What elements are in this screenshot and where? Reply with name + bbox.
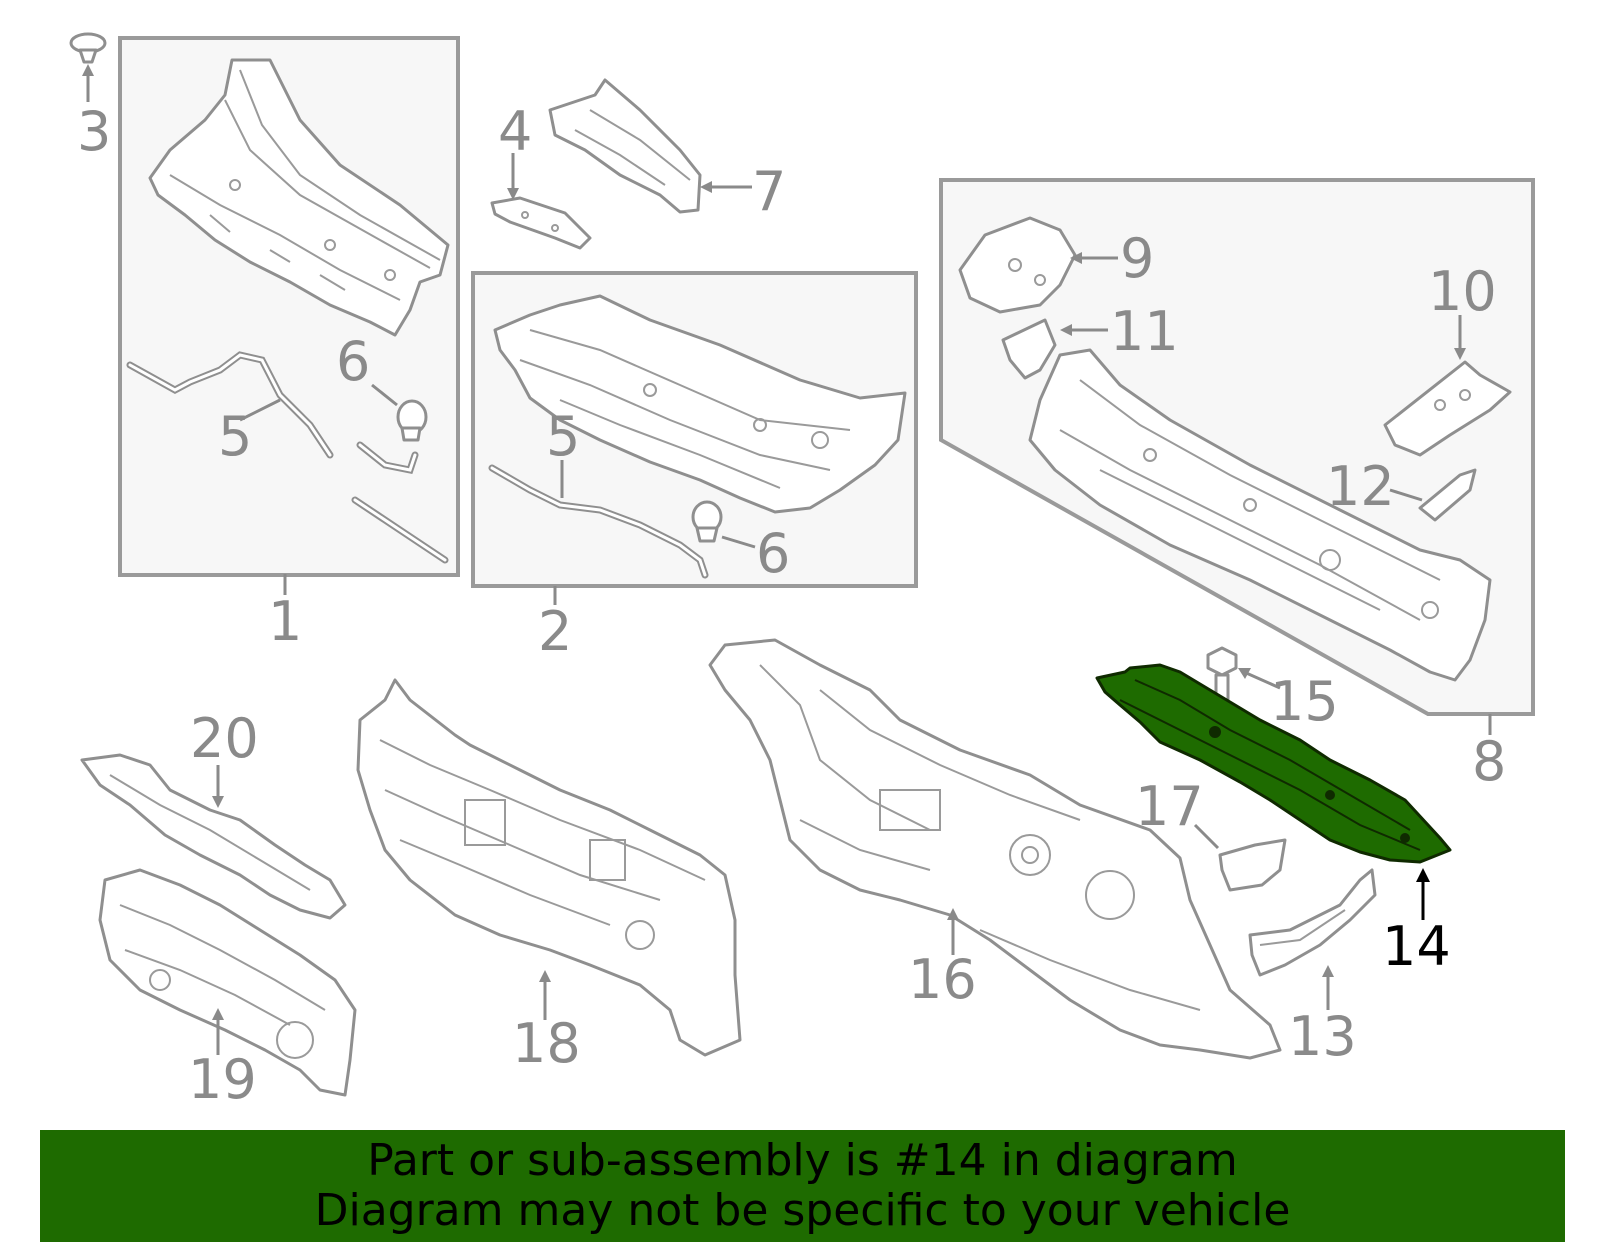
part-20-insulator [80,753,347,920]
label-8: 8 [1472,730,1506,793]
part-13-bracket [1248,868,1377,977]
part-8-cowl-assembly [1028,348,1492,682]
label-3: 3 [77,100,111,163]
label-5b: 5 [546,405,580,468]
arrow-9 [1070,252,1082,264]
label-11: 11 [1110,300,1179,363]
label-7: 7 [752,160,786,223]
arrow-18 [539,970,551,982]
part-16-dash-panel [708,638,1282,1060]
leader-5a [239,398,281,422]
part-17-insulator [1218,838,1287,892]
banner-line-2: Diagram may not be specific to your vehi… [314,1185,1291,1236]
part-11-bracket [1001,318,1057,380]
label-17: 17 [1135,775,1204,838]
arrow-3 [82,64,94,76]
banner-line-1: Part or sub-assembly is #14 in diagram [367,1135,1238,1186]
arrow-13 [1322,965,1334,977]
label-13: 13 [1288,1005,1357,1068]
arrow-11 [1060,324,1072,336]
part-3-clip [69,32,107,64]
label-15: 15 [1270,670,1339,733]
label-16: 16 [908,948,977,1011]
arrow-20 [212,796,224,808]
label-5a: 5 [218,405,252,468]
leader-12 [1389,488,1423,502]
arrow-7 [700,181,712,193]
part-7-extension [548,78,702,214]
label-10: 10 [1428,260,1497,323]
leader-6b [721,535,756,549]
arrow-19 [212,1008,224,1020]
part-6-nozzle-box2 [691,500,723,543]
part-4-bracket [490,196,592,250]
notice-banner: Part or sub-assembly is #14 in diagram D… [40,1130,1565,1242]
label-1: 1 [268,590,302,653]
label-6a: 6 [336,330,370,393]
part-14-cross-member [1095,663,1452,864]
part-6-nozzle-box1 [396,399,428,442]
arrow-16 [947,908,959,920]
part-12-bracket [1418,468,1477,522]
arrow-4 [507,188,519,200]
label-12: 12 [1326,455,1395,518]
part-10-bracket [1383,360,1512,457]
part-19-insulator [98,868,357,1097]
part-5-hose-box1 [126,351,449,564]
label-20: 20 [190,707,259,770]
label-9: 9 [1120,227,1154,290]
part-18-insulator [356,678,742,1057]
label-18: 18 [512,1012,581,1075]
part-9-bracket [958,216,1077,314]
arrow-10 [1454,348,1466,360]
label-19: 19 [188,1048,257,1111]
arrow-14 [1416,868,1430,882]
label-2: 2 [538,600,572,663]
label-6b: 6 [756,522,790,585]
part-1-cowl-panel [148,58,450,337]
leader-15 [1243,670,1281,690]
leader-17 [1193,823,1220,850]
label-4: 4 [498,100,532,163]
label-14: 14 [1382,915,1451,978]
part-5-hose-box2 [488,464,709,579]
part-2-cowl-panel [493,294,907,514]
leader-6a [371,383,398,407]
arrow-15 [1238,668,1251,679]
